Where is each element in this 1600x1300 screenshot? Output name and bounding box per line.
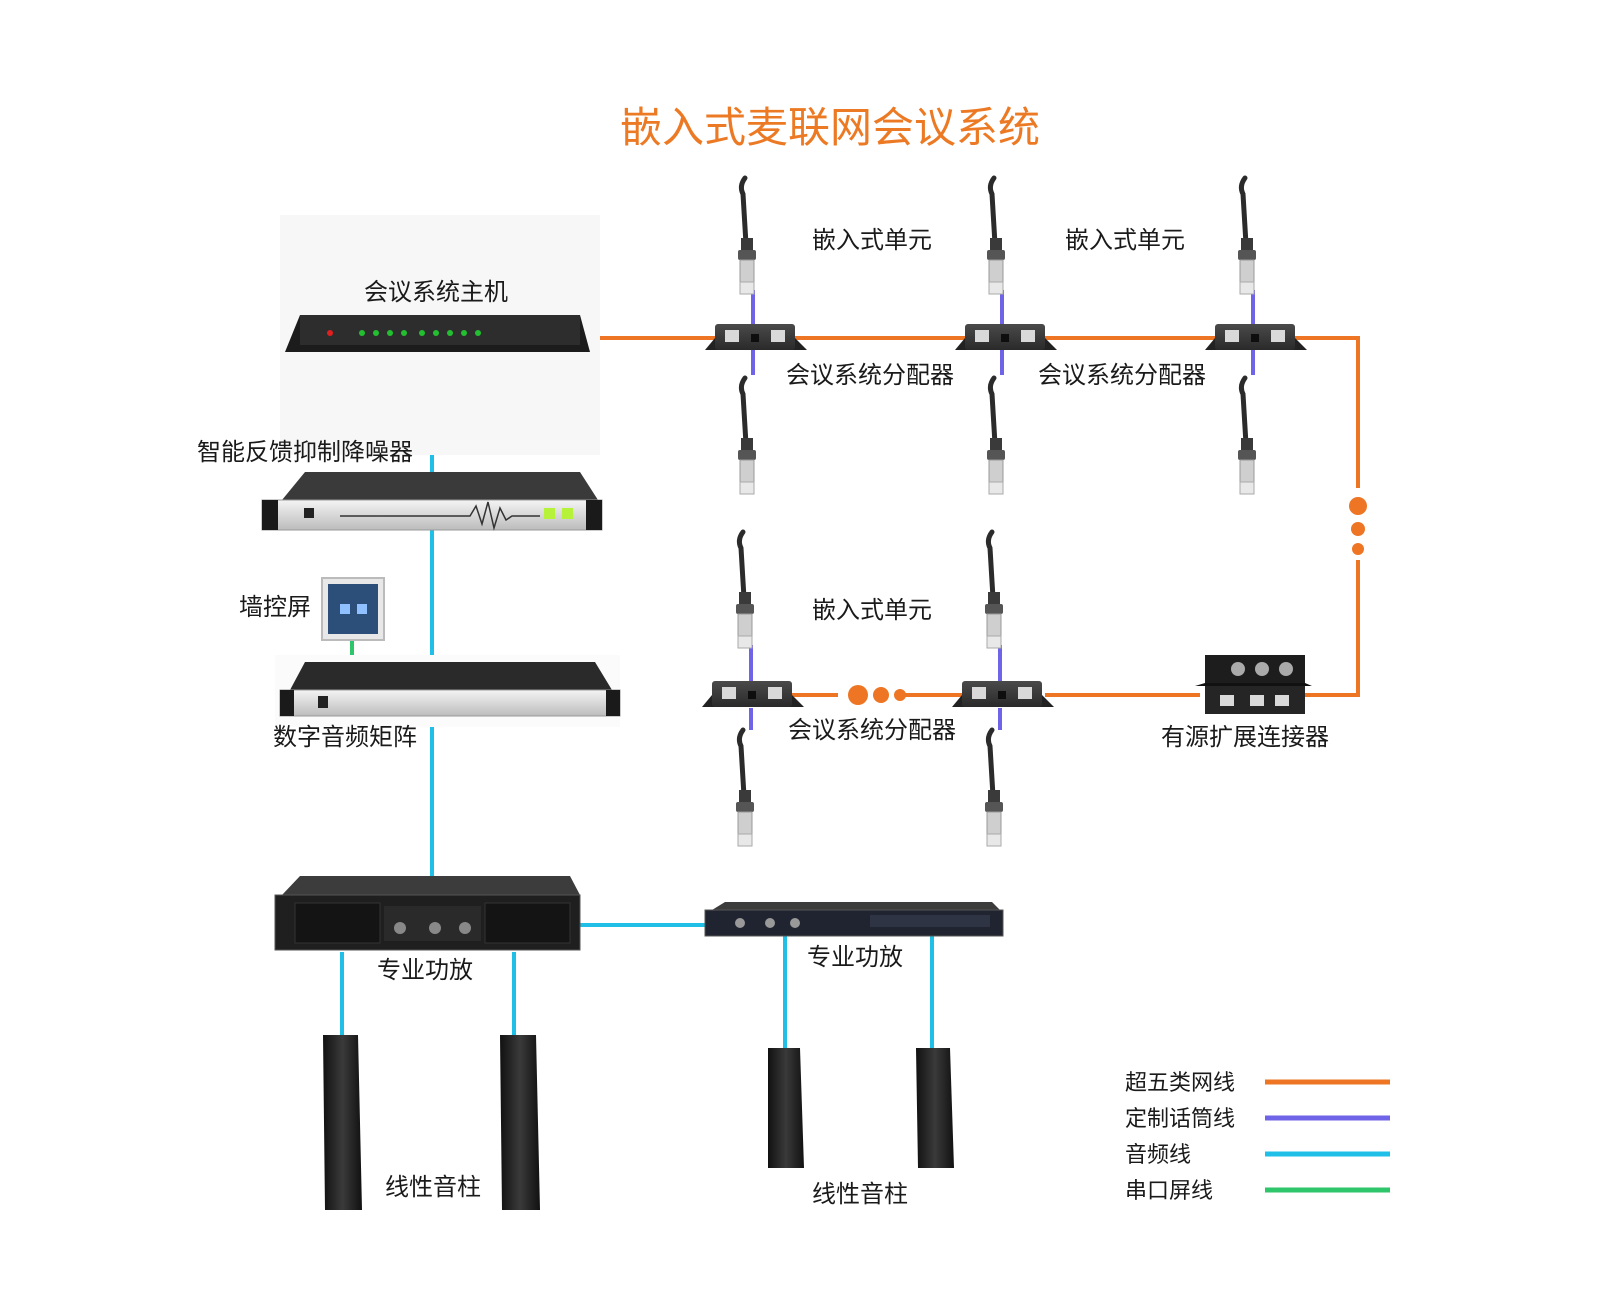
- speaker-left-2: [500, 1035, 540, 1210]
- diagram-title: 嵌入式麦联网会议系统: [620, 103, 1040, 152]
- feedback-suppressor-label: 智能反馈抑制降噪器: [197, 438, 413, 466]
- feedback-suppressor: [261, 472, 603, 531]
- legend-label: 串口屏线: [1125, 1179, 1213, 1204]
- legend-label: 音频线: [1125, 1143, 1191, 1168]
- audio-matrix: [275, 655, 621, 727]
- amplifier-right-label: 专业功放: [807, 943, 903, 971]
- amplifier-left: [274, 876, 581, 951]
- amplifier-right: [704, 902, 1004, 937]
- wall-panel: [321, 577, 385, 641]
- legend-label: 定制话筒线: [1125, 1107, 1235, 1132]
- speaker-right-1: [768, 1048, 804, 1168]
- cat5-continuation-dots: [848, 497, 1367, 705]
- host-label: 会议系统主机: [364, 278, 508, 306]
- splitter-label-2: 会议系统分配器: [1038, 361, 1206, 389]
- amplifier-left-label: 专业功放: [377, 956, 473, 984]
- cat5-lines: [580, 336, 1360, 697]
- unit-label-2: 嵌入式单元: [1065, 226, 1185, 254]
- conference-host: [280, 215, 600, 455]
- speaker-right-2: [916, 1048, 954, 1168]
- legend-label: 超五类网线: [1125, 1071, 1235, 1096]
- splitter-label-3: 会议系统分配器: [788, 716, 956, 744]
- speaker-left-1: [323, 1035, 362, 1210]
- wall-panel-label: 墙控屏: [239, 593, 311, 621]
- splitter-label-1: 会议系统分配器: [786, 361, 954, 389]
- unit-label-1: 嵌入式单元: [812, 226, 932, 254]
- active-extender-label: 有源扩展连接器: [1161, 723, 1329, 751]
- active-extender: [1195, 655, 1312, 714]
- unit-label-3: 嵌入式单元: [812, 596, 932, 624]
- audio-matrix-label: 数字音频矩阵: [273, 723, 417, 751]
- mic-lines: [749, 290, 1255, 730]
- speakers-right-label: 线性音柱: [812, 1180, 908, 1208]
- speakers-left-label: 线性音柱: [385, 1173, 481, 1201]
